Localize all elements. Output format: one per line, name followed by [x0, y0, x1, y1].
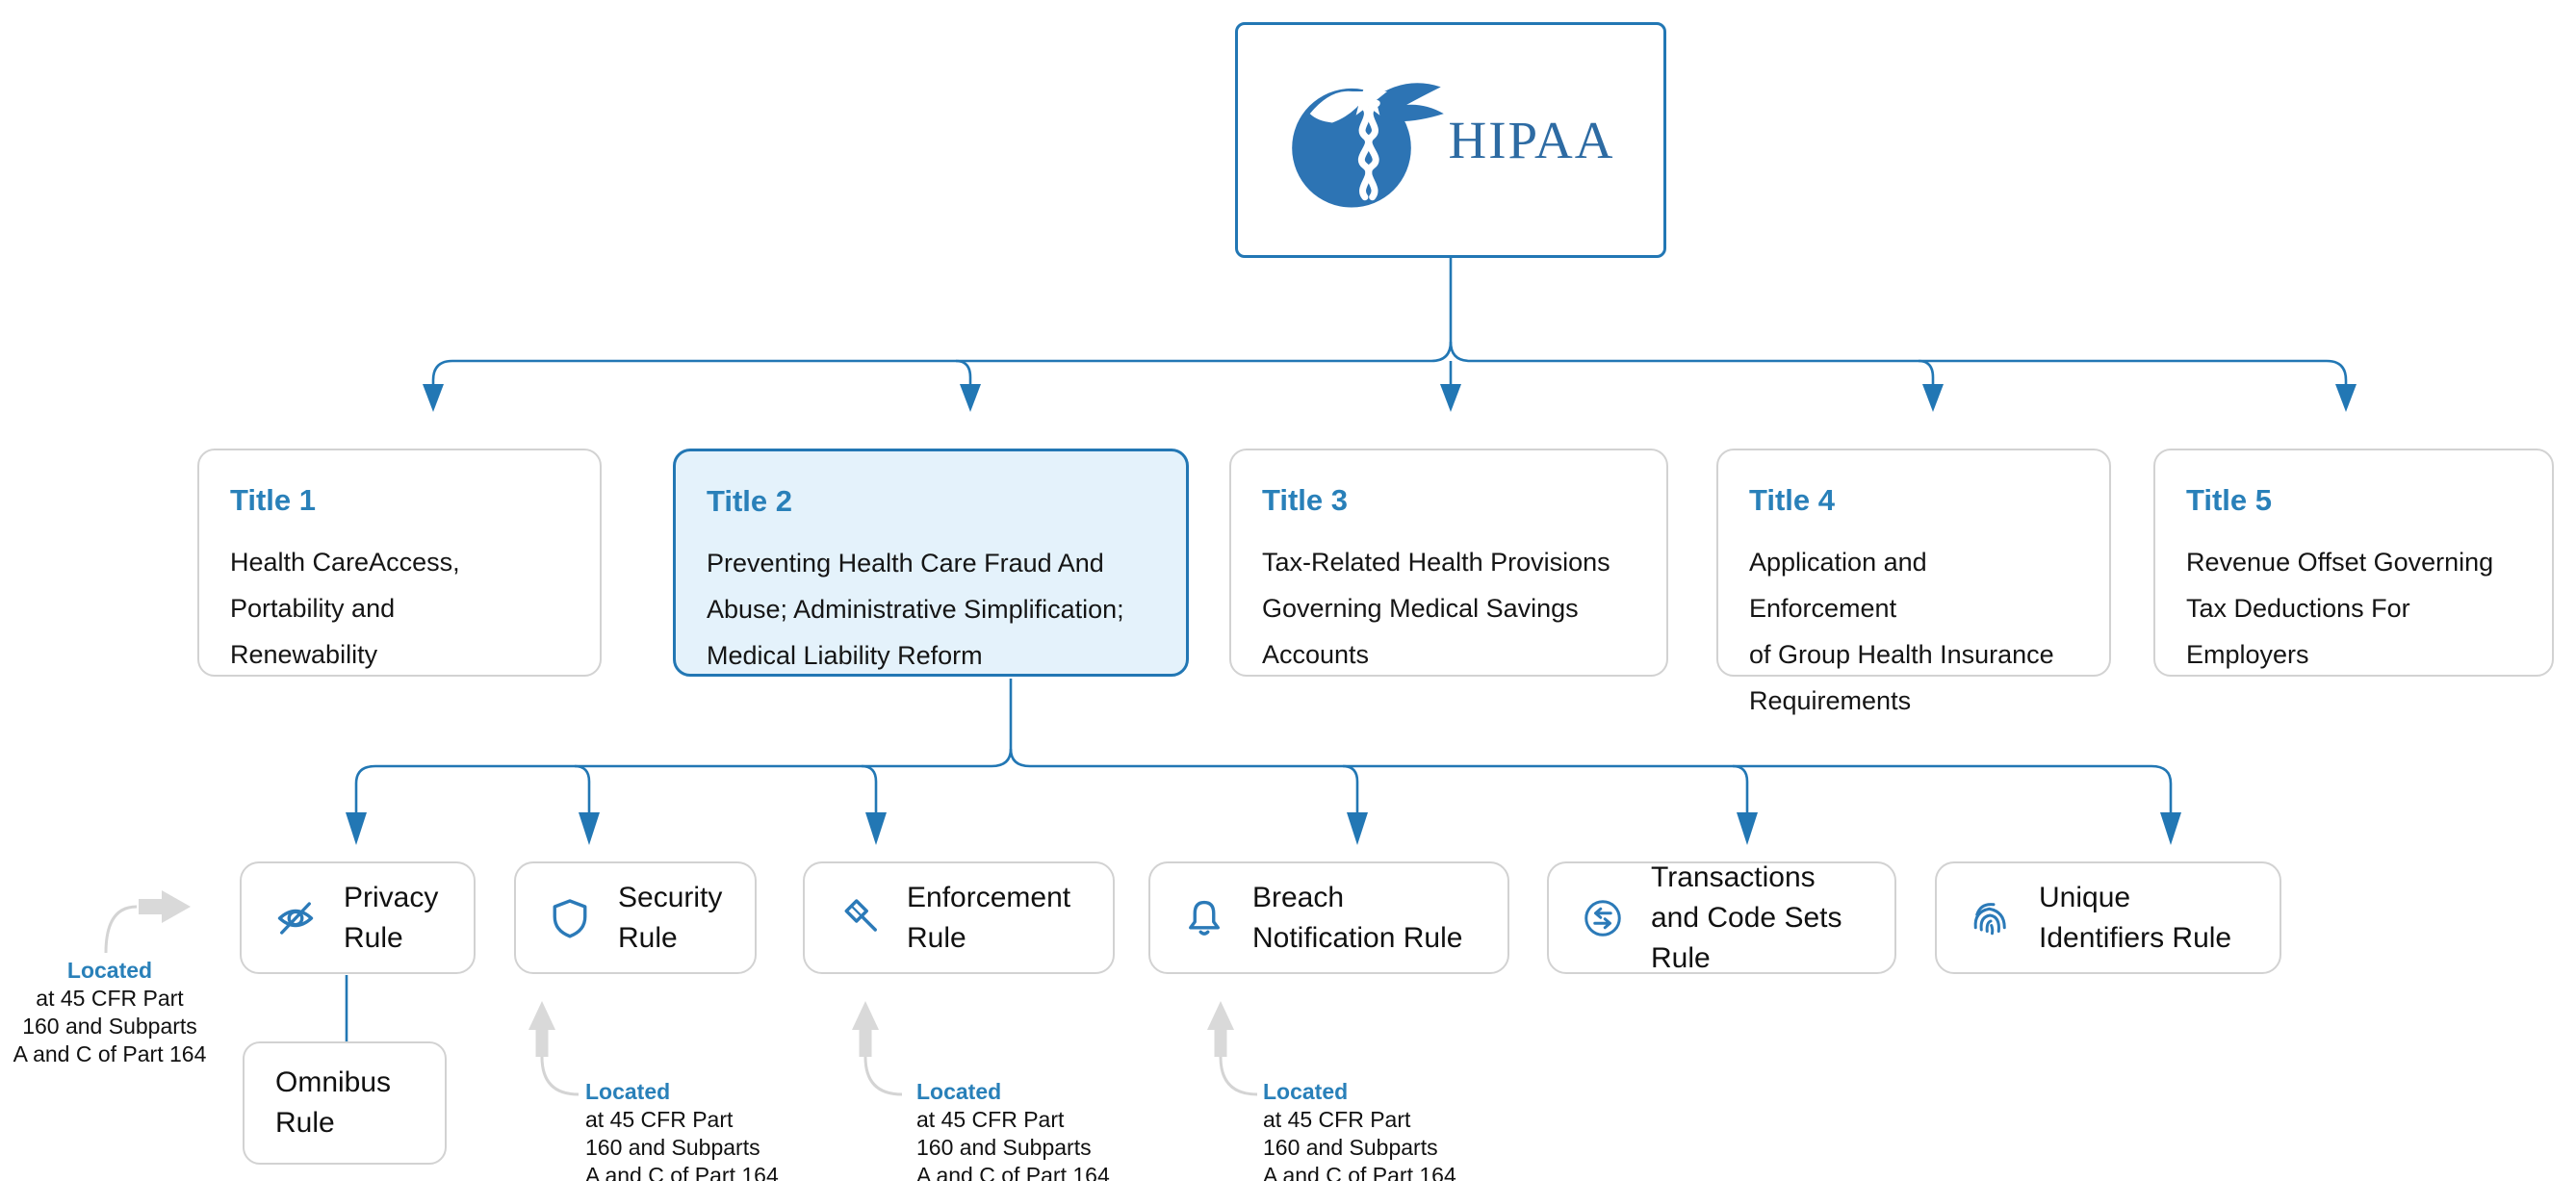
title-5-label: Title 5 — [2186, 483, 2273, 517]
title-4-label: Title 4 — [1749, 483, 1836, 517]
tier2-arrowheads — [346, 812, 2181, 845]
tier1-tree-lines — [431, 258, 2348, 386]
title-1-label: Title 1 — [230, 483, 317, 517]
title-2-card: Title 2 Preventing Health Care Fraud And… — [673, 449, 1189, 677]
title-2-label: Title 2 — [707, 484, 793, 518]
title-3-label: Title 3 — [1262, 483, 1349, 517]
caduceus-icon — [1292, 77, 1445, 208]
transfer-arrows-icon — [1584, 899, 1621, 937]
tier1-arrowheads — [423, 384, 2357, 412]
shield-icon — [553, 898, 587, 937]
hipaa-logo-text: HIPAA — [1448, 111, 1615, 169]
eye-off-icon — [277, 901, 314, 935]
gavel-icon — [844, 898, 877, 932]
title-1-card: Title 1 Health CareAccess,Portability an… — [197, 449, 602, 677]
fingerprint-icon — [1973, 902, 2006, 935]
bell-icon — [1189, 900, 1220, 936]
hipaa-root-node: HIPAA — [1235, 22, 1666, 258]
